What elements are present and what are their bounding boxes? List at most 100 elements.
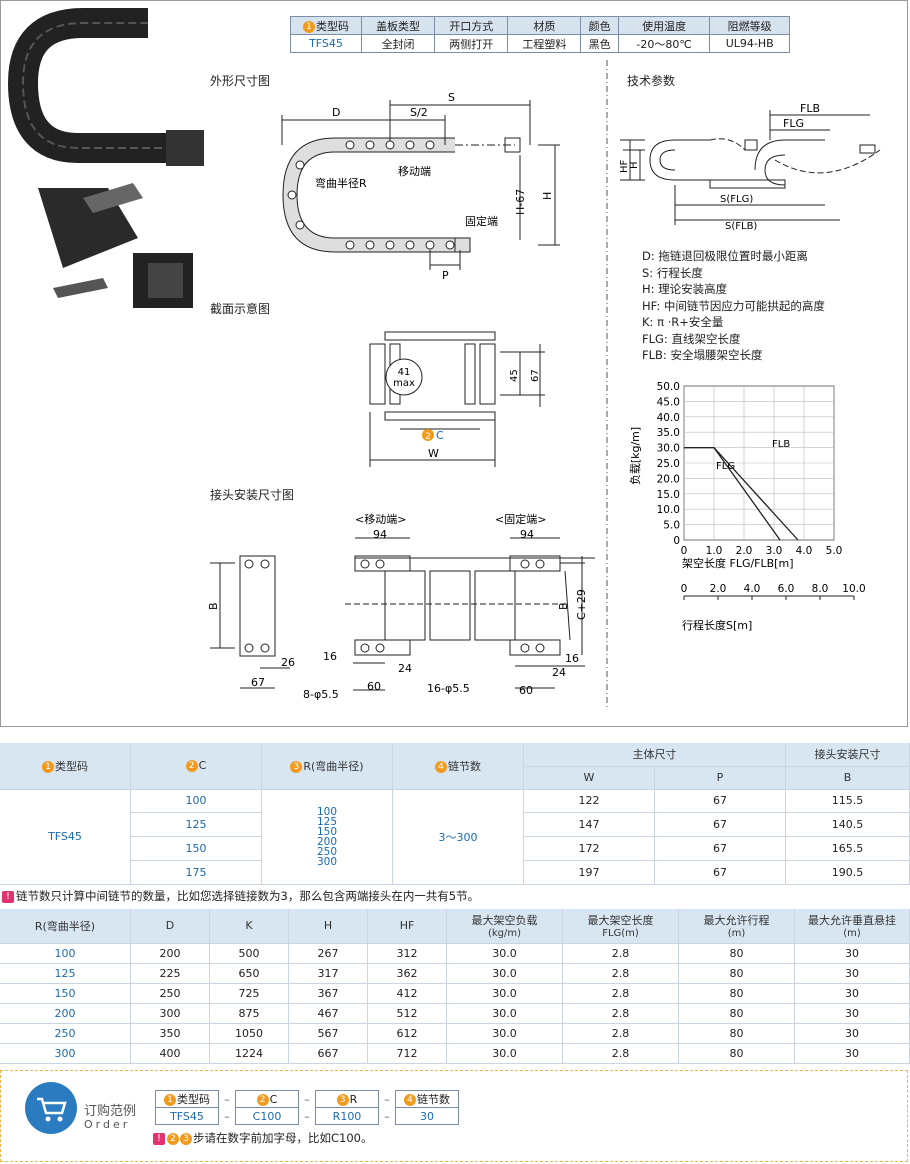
chart-x2tick: 2.0 xyxy=(710,583,727,595)
tech-flb: FLB xyxy=(800,102,820,115)
t2-cell: 512 xyxy=(367,1003,447,1024)
t2-header: 最大架空负载(kg/m) xyxy=(446,909,563,944)
t1-p: 67 xyxy=(654,860,786,885)
t1-b: 165.5 xyxy=(785,836,910,861)
dim-h: H xyxy=(541,192,554,200)
joint-b1: B xyxy=(207,602,220,610)
spec-header: 开口方式 xyxy=(434,16,509,35)
t2-cell: 875 xyxy=(209,1003,289,1024)
t2-cell: 30 xyxy=(794,983,910,1004)
order-dash: – xyxy=(304,1092,310,1106)
t2-cell: 317 xyxy=(288,963,368,984)
t2-cell: 2.8 xyxy=(562,1003,679,1024)
joint-d24b: 24 xyxy=(552,666,566,679)
legend-item: K: π ·R+安全量 xyxy=(642,315,724,329)
chart-series-label-flg: FLG xyxy=(716,461,735,472)
t2-cell: 412 xyxy=(367,983,447,1004)
section-c-num: 2 xyxy=(425,432,431,442)
chart-xtick: 3.0 xyxy=(766,545,783,557)
spec-value: UL94-HB xyxy=(709,34,790,53)
chart-xtick: 2.0 xyxy=(736,545,753,557)
chart-x2tick: 0 xyxy=(681,583,688,595)
t2-cell: 30.0 xyxy=(446,983,563,1004)
order-v1: TFS45 xyxy=(155,1107,219,1125)
chart-ytick: 35.0 xyxy=(657,427,680,439)
t2-cell: 250 xyxy=(0,1023,131,1044)
chart-ytick: 30.0 xyxy=(657,443,680,455)
t2-header: K xyxy=(209,909,289,944)
t2-cell: 30 xyxy=(794,1023,910,1044)
t2-header: 最大允许行程(m) xyxy=(678,909,795,944)
t1-c: 175 xyxy=(130,860,262,885)
dim-s: S xyxy=(448,91,455,104)
t2-cell: 1224 xyxy=(209,1043,289,1064)
tech-flg: FLG xyxy=(783,117,804,130)
t2-cell: 30 xyxy=(794,1043,910,1064)
chart-xtick: 4.0 xyxy=(796,545,813,557)
chart-xtick: 0 xyxy=(681,545,688,557)
spec-header: 阻燃等级 xyxy=(709,16,790,35)
tech-title: 技术参数 xyxy=(627,74,676,88)
spec-value: 全封闭 xyxy=(360,34,436,53)
cart-icon xyxy=(25,1082,77,1134)
order-dash: – xyxy=(384,1092,390,1106)
tech-hf: HF xyxy=(619,159,630,173)
t2-cell: 30.0 xyxy=(446,943,563,964)
chart-ytick: 25.0 xyxy=(657,458,680,470)
joint-d94b: 94 xyxy=(520,528,534,541)
t2-cell: 2.8 xyxy=(562,983,679,1004)
t2-cell: 725 xyxy=(209,983,289,1004)
chart-ytick: 20.0 xyxy=(657,473,680,485)
t2-cell: 400 xyxy=(130,1043,210,1064)
section-drawing: 41 max 45 67 2 C W xyxy=(369,331,545,467)
t2-cell: 612 xyxy=(367,1023,447,1044)
outline-title: 外形尺寸图 xyxy=(210,74,271,88)
t1-w: 147 xyxy=(523,812,655,837)
chart-series-line-flb xyxy=(684,446,799,541)
chart-xtick: 5.0 xyxy=(826,545,843,557)
t1-w: 172 xyxy=(523,836,655,861)
joint-d16a: 16 xyxy=(323,650,337,663)
chart-ytick: 15.0 xyxy=(657,489,680,501)
t1-p: 67 xyxy=(654,789,786,813)
joint-d67: 67 xyxy=(251,676,265,689)
t2-cell: 300 xyxy=(0,1043,131,1064)
tech-s-flb: S(FLB) xyxy=(725,221,757,232)
t1-header-w: W xyxy=(523,766,655,790)
spec-value: 工程塑料 xyxy=(507,34,582,53)
order-dash: – xyxy=(304,1109,310,1123)
joint-fixed-label: <固定端> xyxy=(495,512,546,526)
spec-value: TFS45 xyxy=(290,34,362,53)
chart-ytick: 50.0 xyxy=(657,381,680,393)
drawing-panel xyxy=(0,0,908,727)
t2-cell: 362 xyxy=(367,963,447,984)
legend-item: H: 理论安装高度 xyxy=(642,282,728,296)
t2-cell: 80 xyxy=(678,1023,795,1044)
dim-s2: S/2 xyxy=(410,106,428,119)
t2-cell: 30 xyxy=(794,943,910,964)
tech-h: H xyxy=(629,161,640,169)
move-end-label: 移动端 xyxy=(398,165,431,178)
spec-value: 黑色 xyxy=(580,34,619,53)
joint-d94a: 94 xyxy=(373,528,387,541)
chart-x2tick: 8.0 xyxy=(812,583,829,595)
order-title: 订购范例 xyxy=(84,1104,137,1119)
chart-x2label: 行程长度S[m] xyxy=(682,618,752,632)
section-w: W xyxy=(428,447,439,460)
order-v4: 30 xyxy=(395,1107,459,1125)
joint-d24a: 24 xyxy=(398,662,412,675)
t2-cell: 2.8 xyxy=(562,1023,679,1044)
spec-value: 两侧打开 xyxy=(434,34,509,53)
dim-p: P xyxy=(442,269,449,282)
